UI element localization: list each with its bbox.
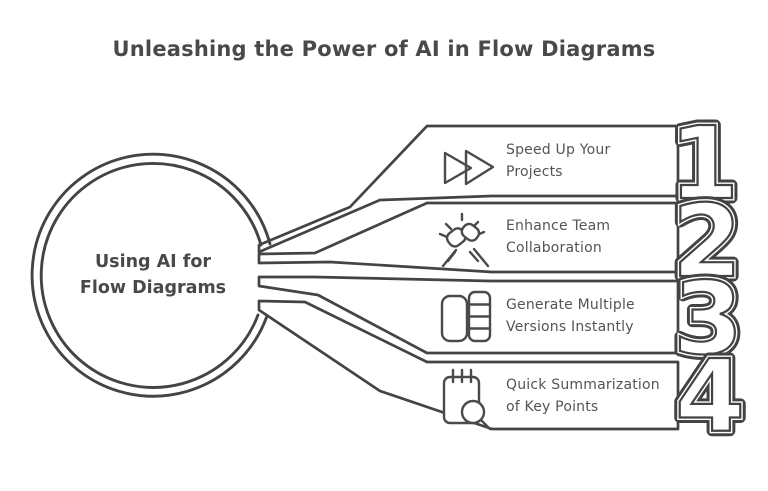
step-4-banner: [257, 299, 680, 431]
step-1-number: 1 1 1: [664, 100, 745, 228]
svg-text:2: 2: [672, 183, 742, 300]
step-4-number: 4 4 4: [670, 333, 751, 461]
step-2-number-outline: 2: [672, 183, 742, 300]
step-3-label: Generate Multiple Versions Instantly: [506, 297, 635, 335]
layout-versions-icon: [440, 290, 492, 343]
step-1-banner: [257, 124, 680, 254]
svg-text:4: 4: [675, 338, 745, 455]
fist-bump-icon: [438, 212, 490, 268]
step-2-number: 2 2 2: [667, 178, 748, 306]
page-title: Unleashing the Power of AI in Flow Diagr…: [112, 37, 656, 61]
svg-text:1: 1: [669, 105, 739, 222]
step-1-number-outline: 1: [669, 105, 739, 222]
circle-label: Using AI for Flow Diagrams: [79, 252, 227, 298]
step-4-label: Quick Summarization of Key Points: [506, 377, 660, 415]
step-3-number: 3 3 3: [668, 255, 749, 383]
fast-forward-icon: [443, 149, 495, 186]
step-2-label: Enhance Team Collaboration: [506, 218, 611, 256]
svg-text:4: 4: [675, 338, 745, 455]
svg-text:3: 3: [673, 260, 743, 377]
notepad-search-icon: [442, 368, 492, 431]
step-1-label: Speed Up Your Projects: [506, 142, 611, 180]
step-3-number-outline: 3: [673, 260, 743, 377]
circle-outer-ring: [30, 152, 272, 398]
svg-text:2: 2: [672, 183, 742, 300]
circle-inner-ring: [39, 162, 263, 389]
svg-text:1: 1: [669, 105, 739, 222]
step-4-number-outline: 4: [675, 338, 745, 455]
svg-text:3: 3: [673, 260, 743, 377]
